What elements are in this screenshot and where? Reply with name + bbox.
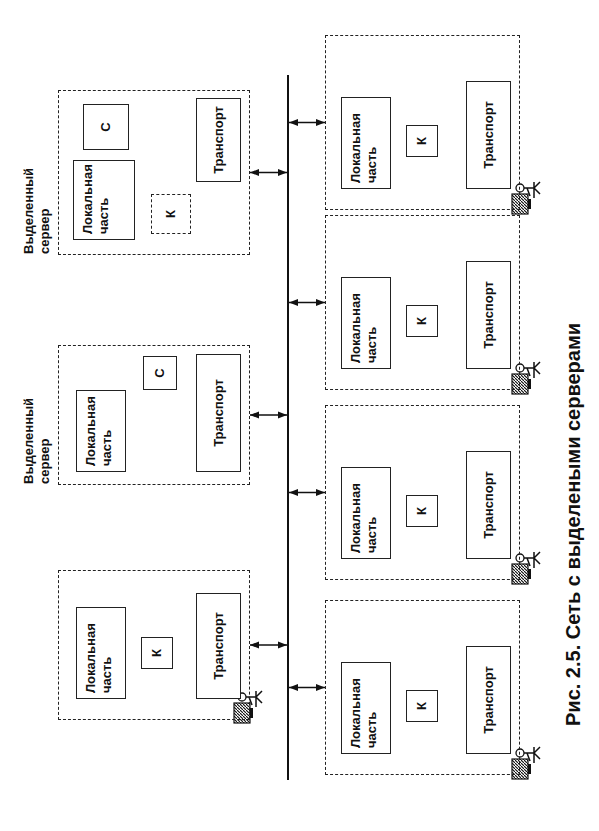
node-heading: Выделенный сервер <box>21 159 53 254</box>
node-label: К <box>414 317 430 325</box>
network-connector <box>250 414 287 416</box>
node-label: Транспорт <box>481 471 497 539</box>
network-connector <box>289 302 325 304</box>
network-connector <box>250 644 287 646</box>
transport-box: Транспорт <box>466 646 511 754</box>
workstation-box: Локальная часть К Транспорт <box>325 600 520 775</box>
workstation-box: Локальная часть К Транспорт <box>325 405 520 580</box>
node-label: К <box>163 210 179 218</box>
server-box: Локальная частьСТранспортВыделенный серв… <box>58 345 250 485</box>
node-label: Локальная часть <box>348 668 380 748</box>
local-part-box: Локальная часть <box>341 277 391 369</box>
client-module-box: К <box>141 637 173 669</box>
transport-box: Транспорт <box>466 261 511 369</box>
transport-box: Транспорт <box>466 451 511 559</box>
client-module-box: К <box>406 125 438 157</box>
client-module-box: К <box>151 194 191 234</box>
node-label: Локальная часть <box>83 613 115 693</box>
workstation-box: Локальная часть К Транспорт <box>325 215 520 390</box>
node-label: К <box>414 137 430 145</box>
local-part-box: Локальная часть <box>341 467 391 559</box>
node-label: Локальная часть <box>348 283 380 363</box>
node-label: С <box>98 122 114 131</box>
node-label: Транспорт <box>481 281 497 349</box>
node-label: Транспорт <box>481 666 497 734</box>
network-connector <box>289 492 325 494</box>
client-module-box: К <box>406 305 438 337</box>
transport-box: Транспорт <box>196 98 241 182</box>
figure-caption: Рис. 2.5. Сеть с выделеными серверами <box>562 206 585 726</box>
server-module-box: С <box>143 356 177 390</box>
network-bus <box>287 75 289 780</box>
transport-box: Транспорт <box>466 81 511 189</box>
node-label: Локальная часть <box>80 164 112 234</box>
node-label: К <box>414 507 430 515</box>
network-connector <box>250 172 287 174</box>
local-part-box: Локальная часть <box>76 390 126 472</box>
local-part-box: Локальная часть <box>76 607 126 699</box>
node-label: Локальная часть <box>83 396 115 466</box>
local-part-box: Локальная часть <box>341 97 391 189</box>
workstation-box: Локальная часть К Транспорт <box>58 570 250 720</box>
node-label: Транспорт <box>481 101 497 169</box>
node-label: Локальная часть <box>348 103 380 183</box>
node-label: Транспорт <box>211 612 227 680</box>
network-connector <box>289 687 325 689</box>
network-connector <box>289 122 325 124</box>
workstation-box: Локальная часть К Транспорт <box>325 35 520 210</box>
node-label: Локальная часть <box>348 473 380 553</box>
server-module-box: С <box>83 104 129 150</box>
client-module-box: К <box>406 690 438 722</box>
node-label: Транспорт <box>211 379 227 447</box>
transport-box: Транспорт <box>196 354 241 472</box>
node-label: С <box>152 368 168 377</box>
node-heading: Выделенный сервер <box>21 389 53 484</box>
server-box: Локальная частьСКТранспортВыделенный сер… <box>58 90 250 255</box>
transport-box: Транспорт <box>196 593 241 699</box>
node-label: Транспорт <box>211 106 227 174</box>
node-label: К <box>149 649 165 657</box>
node-label: К <box>414 702 430 710</box>
client-module-box: К <box>406 495 438 527</box>
local-part-box: Локальная часть <box>341 662 391 754</box>
local-part-box: Локальная часть <box>73 160 135 240</box>
